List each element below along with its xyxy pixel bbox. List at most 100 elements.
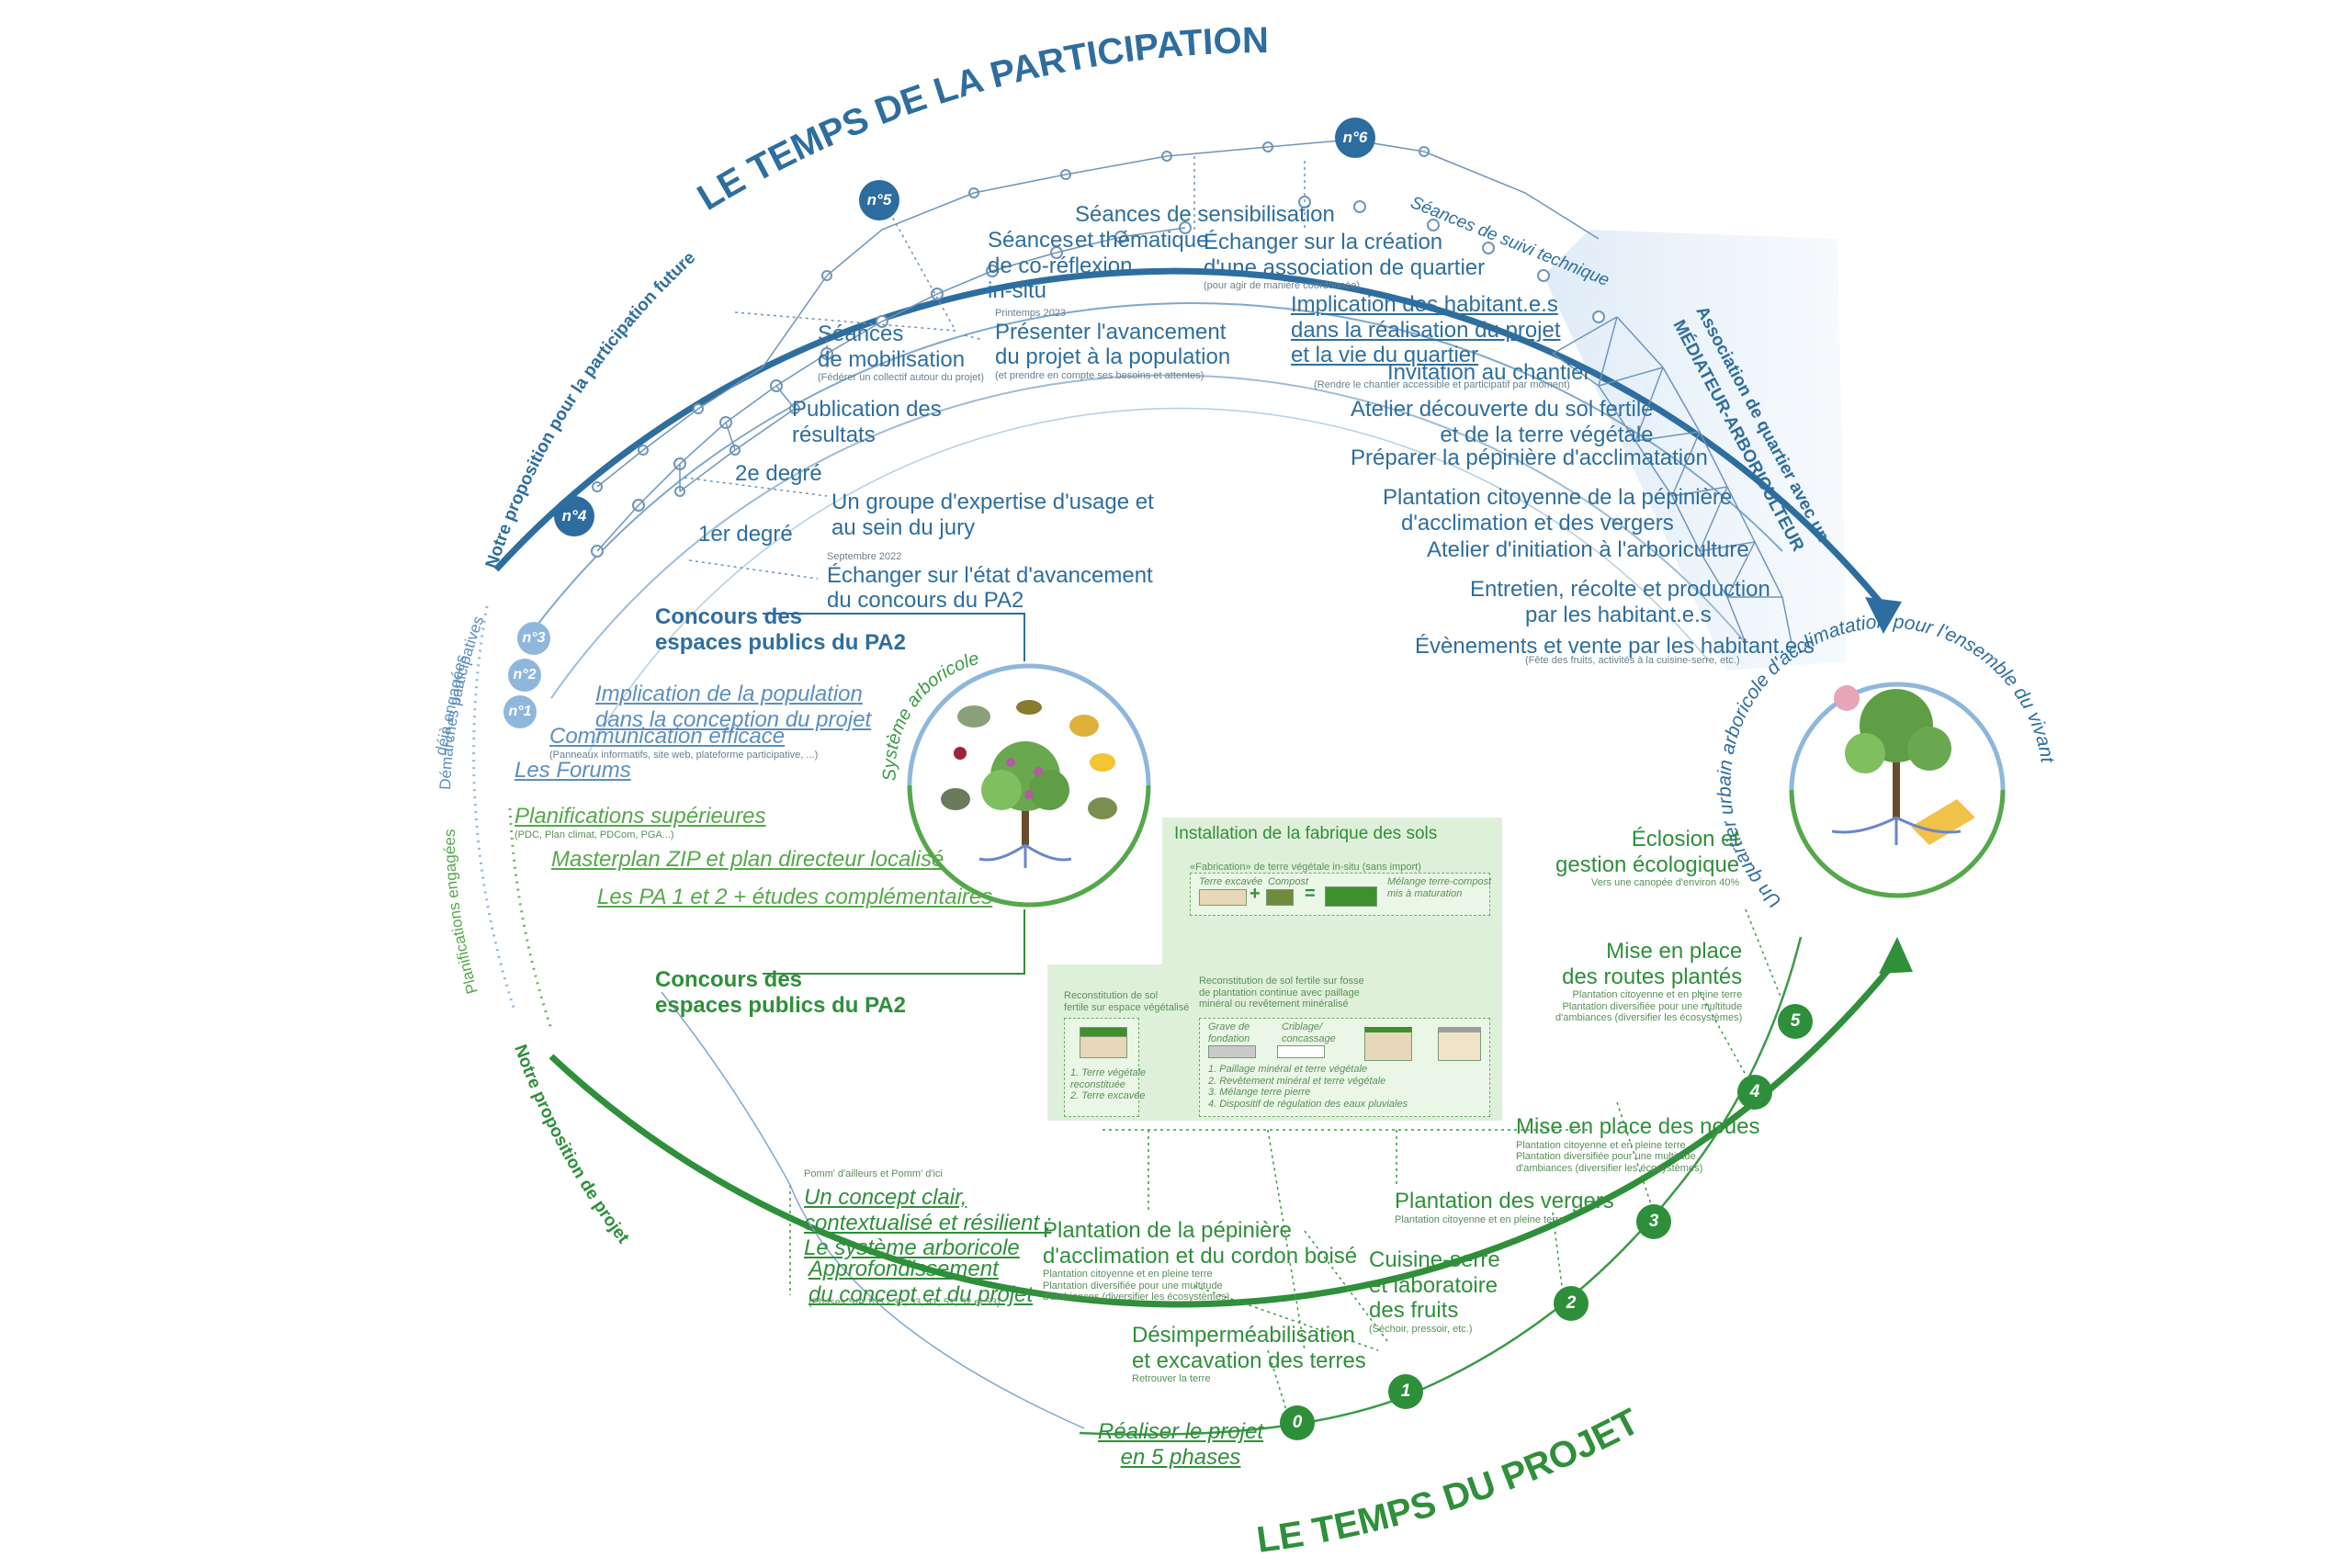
degre1-label: 1er degré xyxy=(698,522,793,547)
badge-n5: n°5 xyxy=(859,180,899,220)
grave-swatch xyxy=(1208,1045,1256,1058)
communication-label: Communication efficace xyxy=(549,724,786,749)
systeme-circle-green xyxy=(907,784,1151,908)
badge-phase-3: 3 xyxy=(1636,1204,1671,1239)
badge-n2: n°2 xyxy=(508,659,541,692)
badge-n1: n°1 xyxy=(503,695,537,728)
criblage-label: Criblage/concassage xyxy=(1282,1021,1336,1044)
badge-n6: n°6 xyxy=(1335,118,1375,158)
pomm-label: Pomm' d'ailleurs et Pomm' d'ici xyxy=(804,1168,943,1179)
inner-arc-3 xyxy=(587,407,1710,754)
fabrique-title: Installation de la fabrique des sols xyxy=(1174,824,1438,843)
mediator-step-8: Évènements et vente par les habitant.e.s xyxy=(1415,634,1815,659)
participation-title: LE TEMPS DE LA PARTICIPATION xyxy=(691,20,1269,219)
badge-n4: n°4 xyxy=(554,496,594,536)
demarches-dotted xyxy=(472,605,516,1011)
planifications-label: Planifications engagées xyxy=(441,829,481,997)
participation-links xyxy=(596,139,1600,552)
badge-phase-4: 4 xyxy=(1737,1075,1772,1110)
planif-dotted xyxy=(508,807,553,1030)
concept-label: Un concept clair,contextualisé et résili… xyxy=(804,1185,1052,1261)
badge-phase-0: 0 xyxy=(1280,1405,1315,1440)
svg-text:Système arboricole: Système arboricole xyxy=(879,649,981,782)
noues-label: Mise en place des noues Plantation citoy… xyxy=(1516,1114,1760,1174)
concours-link-bottom xyxy=(763,909,1025,975)
compost-swatch xyxy=(1266,889,1294,906)
mediator-band xyxy=(1544,230,1847,671)
pa12-label: Les PA 1 et 2 + études complémentaires xyxy=(597,885,993,909)
min-swatch-2 xyxy=(1438,1027,1481,1061)
mediator-step-4: Préparer la pépinière d'acclimatation xyxy=(1351,446,1708,470)
badge-n3: n°3 xyxy=(517,622,550,655)
mediator-step-2: Invitation au chantier xyxy=(1387,360,1591,385)
badge-phase-2: 2 xyxy=(1554,1286,1589,1321)
project-arrow xyxy=(1879,937,1913,974)
plus-sign: + xyxy=(1250,884,1261,904)
terre-excavee-label: Terre excavée xyxy=(1199,876,1263,887)
badge-phase-1: 1 xyxy=(1388,1374,1423,1409)
concours-link-top xyxy=(763,613,1025,661)
proposition-projet-label: Notre proposition de projet xyxy=(510,1043,633,1248)
echanger-label: Septembre 2022 Échanger sur l'état d'ava… xyxy=(827,551,1153,614)
participation-leaders xyxy=(684,156,1306,580)
svg-text:LE TEMPS DE LA PARTICIPATION: LE TEMPS DE LA PARTICIPATION xyxy=(691,20,1269,219)
tree-illustration xyxy=(941,700,1117,868)
masterplan-label: Masterplan ZIP et plan directeur localis… xyxy=(551,847,944,872)
approfondissement-note: (Phases SIA 105 - 32, 33, 41, 51, 52 et … xyxy=(808,1297,1001,1308)
svg-text:Notre proposition de projet: Notre proposition de projet xyxy=(510,1043,633,1248)
communication-note: (Panneaux informatifs, site web, platefo… xyxy=(549,750,819,761)
mediator-step-6: Atelier d'initiation à l'arboriculture xyxy=(1427,537,1749,562)
project-leaders xyxy=(789,908,1783,1411)
criblage-swatch xyxy=(1277,1045,1325,1058)
mediator-step-2-note: (Rendre le chantier accessible et partic… xyxy=(1314,379,1570,390)
planif-sup-label: Planifications supérieures xyxy=(514,804,766,829)
participation-arrow xyxy=(1865,597,1902,634)
mediator-lattice xyxy=(1552,316,1792,644)
forums-label: Les Forums xyxy=(514,758,631,783)
badge-phase-5: 5 xyxy=(1778,1004,1813,1039)
svg-text:Planifications engagées: Planifications engagées xyxy=(441,829,481,997)
degre2-label: 2e degré xyxy=(735,461,822,486)
compost-label: Compost xyxy=(1268,876,1309,887)
concours-connector xyxy=(661,991,1085,1429)
quartier-illustration xyxy=(1831,685,1975,845)
inner-arc-2 xyxy=(550,374,1747,699)
equals-sign: = xyxy=(1305,884,1316,904)
systeme-label: Système arboricole xyxy=(879,649,981,782)
veg-layer-2 xyxy=(1080,1036,1127,1058)
quartier-circle-green xyxy=(1789,789,2006,898)
terre-excavee-swatch xyxy=(1199,889,1247,906)
melange-swatch xyxy=(1325,886,1377,907)
planif-note: (PDC, Plan climat, PDCom, PGA...) xyxy=(514,829,674,840)
inner-arc-1 xyxy=(523,302,1783,644)
mediator-step-8-note: (Fête des fruits, activités à la cuisine… xyxy=(1525,655,1740,666)
